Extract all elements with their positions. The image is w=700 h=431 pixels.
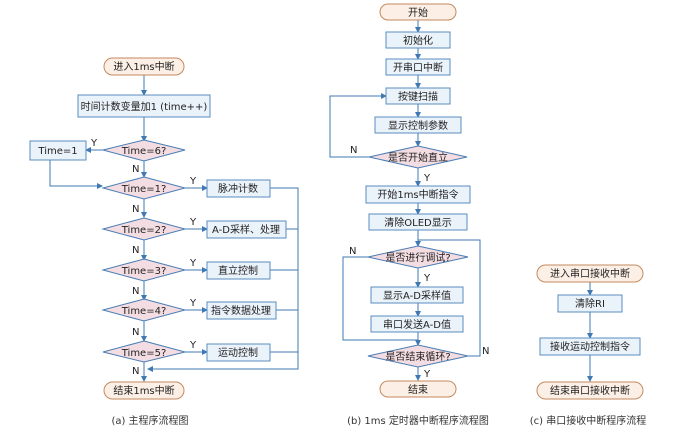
b-sendad-label: 串口发送A-D值 <box>383 318 451 331</box>
a-cmd-label: 指令数据处理 <box>211 304 271 317</box>
b-showad-label: 显示A-D采样值 <box>383 289 451 302</box>
c-clear-box <box>557 294 623 313</box>
a-time4-diamond <box>101 298 187 322</box>
a-y-label: Y <box>189 176 197 187</box>
b-n-label: N <box>350 145 357 156</box>
a-time3-diamond <box>101 258 187 282</box>
a-reset-label: Time=1 <box>37 146 77 157</box>
b-qstart-diamond <box>368 145 468 169</box>
b-clear-box <box>368 213 468 231</box>
b-showad-box <box>370 286 464 304</box>
c-end-label: 结束串口接收中断 <box>550 384 630 397</box>
c-start-terminal <box>536 264 644 283</box>
a-y-label: Y <box>90 138 98 149</box>
b-qdebug-label: 是否进行调试? <box>385 251 450 264</box>
b-init-box <box>385 31 451 49</box>
a-start-terminal <box>103 57 185 76</box>
a-start-label: 进入1ms中断 <box>113 60 174 73</box>
a-motion-label: 运动控制 <box>218 346 258 359</box>
b-keys-label: 按键扫描 <box>398 90 438 103</box>
b-cmd-box <box>365 185 471 204</box>
a-time1-label: Time=1? <box>121 184 167 195</box>
a-increment-label: 时间计数变量加1 (time++) <box>81 100 208 113</box>
a-y-label: Y <box>189 340 197 351</box>
a-time3-label: Time=3? <box>121 266 167 277</box>
b-qstart-label: 是否开始直立 <box>388 151 448 164</box>
a-y-label: Y <box>189 258 197 269</box>
a-time6-label: Time=6? <box>121 146 167 157</box>
a-upright-box <box>206 261 271 280</box>
b-y-label: Y <box>423 369 431 380</box>
b-end-label: 结束 <box>408 383 428 396</box>
a-n-label: N <box>132 164 139 175</box>
b-caption: (b) 1ms 定时器中断程序流程图 <box>347 414 489 427</box>
b-qend-label: 是否结束循环? <box>385 350 450 363</box>
a-increment-box <box>77 94 211 118</box>
b-uart-label: 开串口中断 <box>393 61 443 74</box>
a-time2-label: Time=2? <box>121 225 167 236</box>
panel-a: 进入1ms中断 时间计数变量加1 (time++) Time=6? Time=1… <box>29 57 299 427</box>
b-sendad-box <box>370 315 464 333</box>
panel-b: 开始 初始化 开串口中断 按键扫描 显示控制参数 是否开始直立 开始1ms中断指… <box>329 3 489 427</box>
a-n-label: N <box>132 204 139 215</box>
c-recv-label: 接收运动控制指令 <box>550 340 630 353</box>
a-n-label: N <box>132 366 139 377</box>
b-n-label: N <box>482 346 489 357</box>
a-ad-box <box>206 220 287 239</box>
c-recv-box <box>539 337 641 356</box>
a-n-label: N <box>132 245 139 256</box>
a-pulse-label: 脉冲计数 <box>218 182 258 195</box>
b-clear-label: 清除OLED显示 <box>384 216 451 229</box>
b-start-label: 开始 <box>408 6 428 19</box>
b-qend-diamond <box>367 344 469 368</box>
a-end-label: 结束1ms中断 <box>113 384 174 397</box>
a-n-label: N <box>132 286 139 297</box>
a-time5-diamond <box>102 340 186 363</box>
a-motion-box <box>206 343 271 362</box>
c-caption: (c) 串口接收中断程序流程 <box>530 414 646 427</box>
panel-c: 进入串口接收中断 清除RI 接收运动控制指令 结束串口接收中断 (c) 串口接收… <box>530 264 646 427</box>
b-y-label: Y <box>423 273 431 284</box>
a-time4-label: Time=4? <box>121 306 167 317</box>
a-time2-diamond <box>101 217 187 241</box>
b-cmd-label: 开始1ms中断指令 <box>377 188 458 201</box>
b-end-terminal <box>379 380 457 398</box>
a-reset-box <box>29 140 87 161</box>
c-start-label: 进入串口接收中断 <box>550 267 630 280</box>
b-show-box <box>374 116 462 134</box>
a-time1-diamond <box>101 176 187 200</box>
c-end-terminal <box>536 381 644 400</box>
a-time5-label: Time=5? <box>121 348 167 359</box>
c-clear-label: 清除RI <box>575 297 605 310</box>
b-y-label: Y <box>423 173 431 184</box>
a-pulse-box <box>206 179 271 198</box>
a-caption: (a) 主程序流程图 <box>111 414 188 427</box>
b-show-label: 显示控制参数 <box>388 119 448 132</box>
a-upright-label: 直立控制 <box>218 264 258 277</box>
a-y-label: Y <box>189 298 197 309</box>
a-n-label: N <box>132 327 139 338</box>
a-cmd-box <box>206 301 277 320</box>
b-keys-box <box>385 87 451 105</box>
b-start-terminal <box>379 3 457 21</box>
b-n-label: N <box>349 246 356 257</box>
a-y-label: Y <box>189 217 197 228</box>
a-time6-diamond <box>102 139 186 162</box>
a-ad-label: A-D采样、处理 <box>212 223 280 236</box>
a-end-terminal <box>103 381 185 400</box>
b-init-label: 初始化 <box>403 34 433 47</box>
b-qdebug-diamond <box>367 245 469 269</box>
b-uart-box <box>385 58 451 76</box>
